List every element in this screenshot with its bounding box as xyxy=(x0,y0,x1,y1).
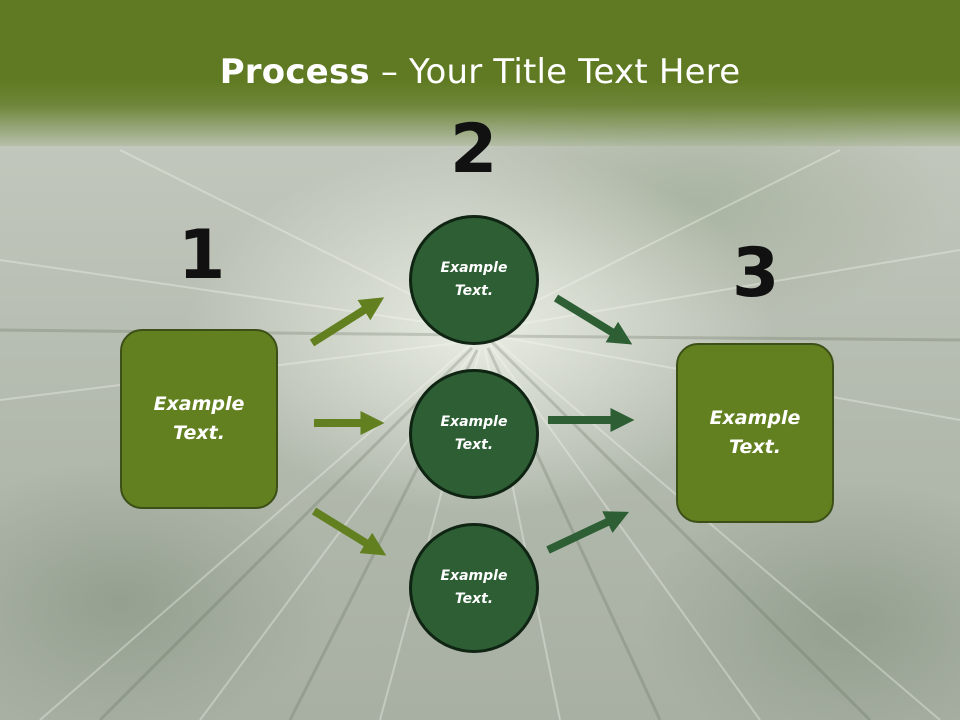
process-circle-middle: Example Text. xyxy=(409,369,539,499)
circle-bottom-text-line2: Text. xyxy=(454,591,494,607)
arrow-top-to-right xyxy=(553,294,633,345)
step-number-2: 2 xyxy=(450,110,498,189)
circle-top-text-line1: Example xyxy=(440,260,508,276)
circle-top-text-line2: Text. xyxy=(454,283,494,299)
process-circle-bottom: Example Text. xyxy=(409,523,539,653)
step-number-3: 3 xyxy=(732,234,780,313)
process-circle-top: Example Text. xyxy=(409,215,539,345)
title-bar xyxy=(0,0,960,146)
right-process-box: Example Text. xyxy=(676,343,834,523)
arrow-bottom-to-right xyxy=(546,511,630,554)
right-box-text-line1: Example xyxy=(709,407,801,429)
arrow-left-to-bottom xyxy=(311,507,387,556)
left-process-box: Example Text. xyxy=(120,329,278,509)
circle-middle-text-line2: Text. xyxy=(454,437,494,453)
title-rest: – Your Title Text Here xyxy=(369,52,741,92)
title-bold: Process xyxy=(219,52,370,92)
circle-bottom-text-line1: Example xyxy=(440,568,508,584)
circle-middle-text-line1: Example xyxy=(440,414,508,430)
arrow-left-to-top xyxy=(309,297,385,347)
step-number-1: 1 xyxy=(178,216,226,295)
slide-title: Process – Your Title Text Here xyxy=(0,52,960,92)
right-box-text-line2: Text. xyxy=(729,436,781,458)
left-box-text-line2: Text. xyxy=(173,422,225,444)
left-box-text-line1: Example xyxy=(153,393,245,415)
